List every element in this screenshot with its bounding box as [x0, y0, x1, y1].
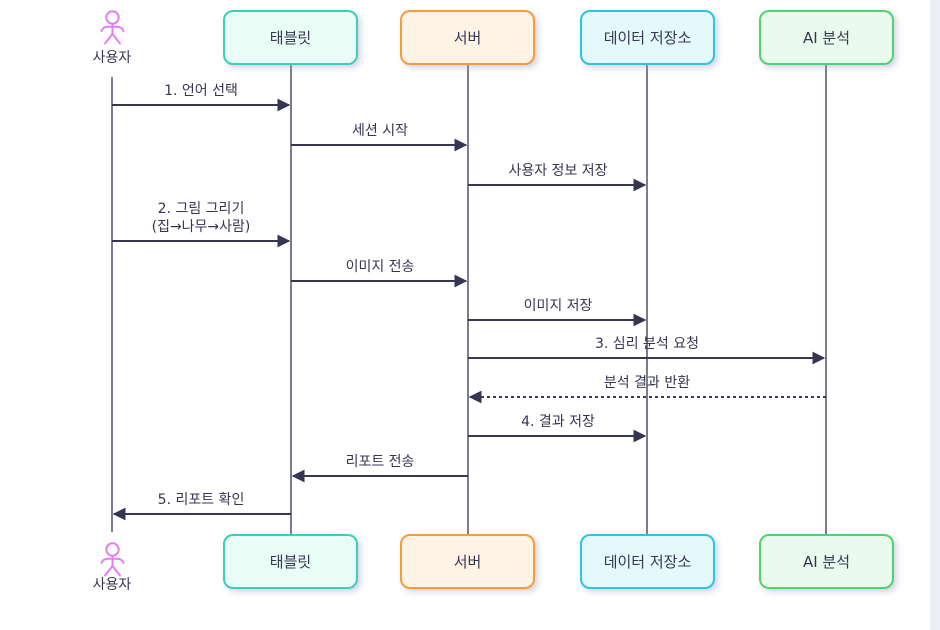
message-label-6: 이미지 저장 [523, 298, 593, 314]
message-label-2: 세션 시작 [352, 123, 408, 139]
message-label-11: 5. 리포트 확인 [157, 492, 245, 508]
participant-datastore-top: 데이터 저장소 [580, 10, 715, 65]
message-label-5: 이미지 전송 [345, 259, 415, 275]
message-label-3: 사용자 정보 저장 [508, 163, 608, 179]
participant-ai-top: AI 분석 [759, 10, 894, 65]
message-label-10: 리포트 전송 [345, 454, 415, 470]
participant-server-top: 서버 [400, 10, 535, 65]
participant-ai-bottom: AI 분석 [759, 534, 894, 589]
actor-label-top: 사용자 [92, 50, 132, 66]
participant-label: 데이터 저장소 [603, 553, 692, 571]
participant-label: 태블릿 [269, 29, 312, 47]
message-label-7: 3. 심리 분석 요청 [595, 336, 699, 352]
actor-figure-top [100, 10, 125, 45]
page-edge-strip [930, 0, 940, 630]
participant-label: AI 분석 [802, 29, 851, 47]
message-label-1: 1. 언어 선택 [164, 83, 238, 99]
participant-server-bottom: 서버 [400, 534, 535, 589]
actor-figure-bottom [100, 542, 125, 577]
message-label-8: 분석 결과 반환 [603, 375, 691, 391]
message-label-4: 2. 그림 그리기 (집→나무→사람) [151, 201, 251, 235]
message-label-9: 4. 결과 저장 [521, 414, 595, 430]
participant-label: 데이터 저장소 [603, 29, 692, 47]
participant-label: 서버 [453, 553, 482, 571]
participant-datastore-bottom: 데이터 저장소 [580, 534, 715, 589]
participant-label: 서버 [453, 29, 482, 47]
participant-label: AI 분석 [802, 553, 851, 571]
actor-label-bottom: 사용자 [92, 577, 132, 593]
participant-tablet-bottom: 태블릿 [223, 534, 358, 589]
participant-tablet-top: 태블릿 [223, 10, 358, 65]
participant-label: 태블릿 [269, 553, 312, 571]
